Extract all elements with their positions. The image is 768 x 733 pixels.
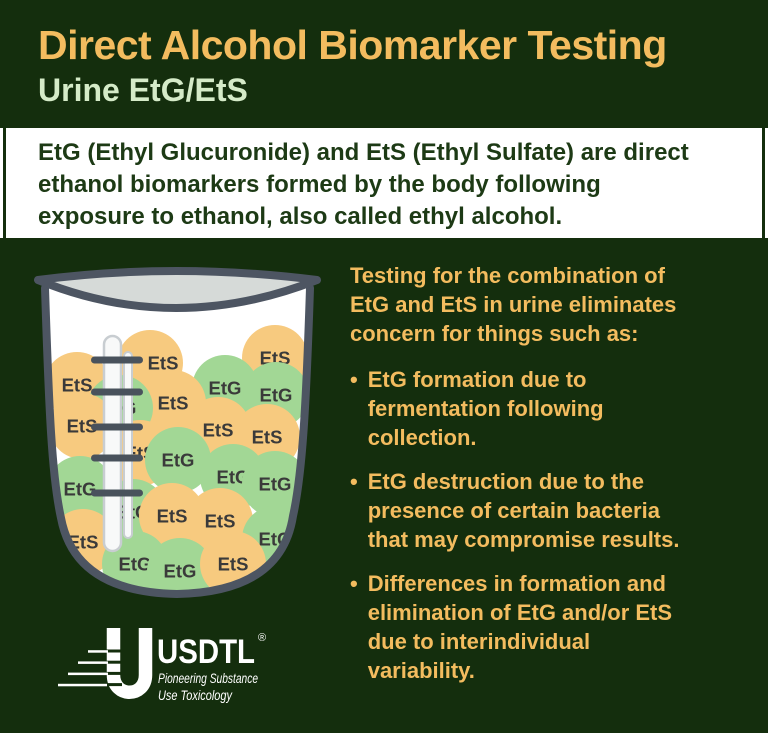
intro-text: EtG (Ethyl Glucuronide) and EtS (Ethyl S… xyxy=(38,139,689,230)
bullet-item: • EtG destruction due to the presence of… xyxy=(350,467,758,554)
biomarker-circle-etg: EtG xyxy=(147,538,213,594)
bullet-marker: • xyxy=(350,469,358,494)
logo-speed-lines xyxy=(58,650,108,687)
biomarker-circle-label: EtS xyxy=(252,427,283,448)
band-keyline-right xyxy=(762,128,765,238)
biomarker-circle-ets: EtS xyxy=(139,483,205,549)
biomarker-circle-label: EtG xyxy=(209,378,242,399)
logo-wordmark: USDTL xyxy=(157,633,255,671)
logo-speed-line xyxy=(68,672,108,676)
right-heading: Testing for the combination of EtG and E… xyxy=(350,263,677,346)
biomarker-circle-label: EtG xyxy=(217,467,250,488)
page-subtitle: Urine EtG/EtS xyxy=(38,72,248,108)
graduation-bar xyxy=(91,489,143,497)
biomarker-circle-label: EtG xyxy=(162,450,195,471)
logo-u-mark xyxy=(106,628,153,699)
thermometer-inner-tube xyxy=(123,351,133,539)
graduation-bar xyxy=(91,454,143,462)
band-keyline-left xyxy=(3,128,6,238)
logo-tagline-line1: Pioneering Substance xyxy=(158,671,258,686)
bullet-item: • Differences in formation and eliminati… xyxy=(350,569,758,685)
biomarker-circle-label: EtS xyxy=(158,393,189,414)
usdtl-logo: USDTL ® Pioneering Substance Use Toxicol… xyxy=(58,628,266,703)
beaker-rim xyxy=(34,267,321,312)
logo-speed-line xyxy=(78,661,108,664)
biomarker-circle-etg: EtG xyxy=(145,427,211,493)
bullet-marker: • xyxy=(350,571,358,596)
biomarker-circle-etg: EtG xyxy=(242,451,308,517)
right-column: Testing for the combination of EtG and E… xyxy=(350,261,758,700)
biomarker-circle-label: EtG xyxy=(260,385,293,406)
logo-u-slits xyxy=(104,649,122,687)
biomarker-circle-label: EtG xyxy=(259,474,292,495)
biomarker-circle-label: EtG xyxy=(64,479,97,500)
logo-tagline-line2: Use Toxicology xyxy=(158,688,233,703)
logo-speed-line xyxy=(88,650,108,653)
biomarker-circle-label: EtS xyxy=(62,375,93,396)
thermometer-tube xyxy=(102,334,123,553)
intro-band: EtG (Ethyl Glucuronide) and EtS (Ethyl S… xyxy=(0,128,768,238)
biomarker-circle-ets: EtS xyxy=(49,393,115,459)
graduation-bar xyxy=(91,423,143,431)
bullet-list: • EtG formation due to fermentation foll… xyxy=(350,365,758,685)
bullet-text: EtG destruction due to the presence of c… xyxy=(367,469,680,552)
biomarker-circle-label: EtS xyxy=(157,506,188,527)
logo-registered-mark: ® xyxy=(258,632,266,644)
biomarker-circle-label: EtS xyxy=(67,416,98,437)
beaker-illustration: EtSEtSEtSEtGEtGEtSEtGEtSEtSEtSEtSEtGEtGE… xyxy=(34,267,321,598)
graduation-bars xyxy=(91,356,143,497)
biomarker-circle-etg: EtG xyxy=(47,456,113,522)
bullet-item: • EtG formation due to fermentation foll… xyxy=(350,365,758,452)
bullet-text: EtG formation due to fermentation follow… xyxy=(367,367,604,450)
logo-speed-line xyxy=(58,683,107,687)
bullet-text: Differences in formation and elimination… xyxy=(367,571,673,683)
biomarker-circle-label: EtS xyxy=(218,554,249,575)
biomarker-circle-label: EtG xyxy=(119,554,152,575)
page-title: Direct Alcohol Biomarker Testing xyxy=(38,22,667,68)
graduation-bar xyxy=(91,356,143,364)
bullet-marker: • xyxy=(350,367,358,392)
biomarker-circle-label: EtS xyxy=(148,353,179,374)
biomarker-circle-label: EtS xyxy=(205,511,236,532)
graduation-bar xyxy=(91,388,143,396)
biomarker-circle-label: EtS xyxy=(203,420,234,441)
beaker-body-outline xyxy=(41,284,314,598)
biomarker-circle-label: EtG xyxy=(164,561,197,582)
